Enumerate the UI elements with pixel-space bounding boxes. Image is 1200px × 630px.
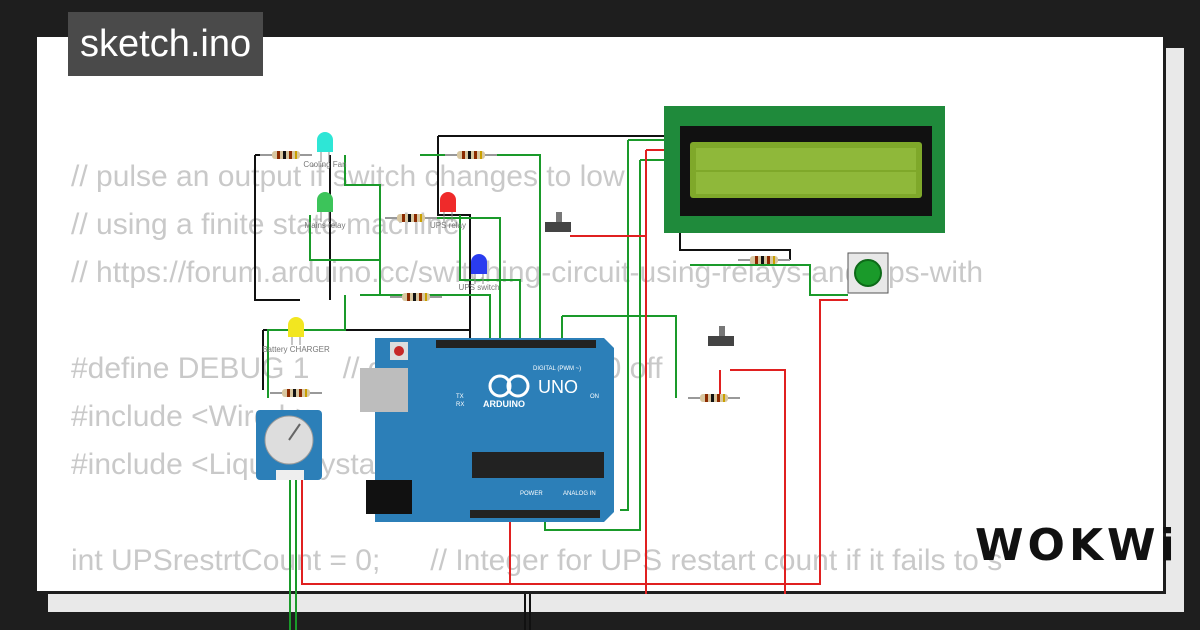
resistor	[270, 389, 322, 397]
resistor	[738, 256, 790, 264]
resistors	[260, 151, 790, 402]
led-cooling-fan[interactable]: Cooling Fan	[303, 132, 347, 169]
potentiometer[interactable]	[256, 410, 322, 480]
resistor	[688, 394, 740, 402]
slide-switch[interactable]	[708, 326, 734, 346]
lcd-display	[664, 106, 945, 233]
code-line: // pulse an output if switch changes to …	[71, 160, 625, 193]
tx-label: TX	[456, 394, 464, 400]
on-label: ON	[590, 394, 599, 400]
code-line: int UPSrestrtCount = 0; // Integer for U…	[71, 544, 1003, 577]
wokwi-logo: WOKWi	[975, 520, 1179, 571]
code-line: // using a finite state machine	[71, 208, 460, 241]
digital-header: DIGITAL (PWM ~)	[533, 366, 581, 372]
arduino-brand: ARDUINO	[483, 399, 525, 409]
led-label: UPS switch	[459, 283, 500, 292]
red-wires	[301, 149, 848, 594]
pushbutton[interactable]	[847, 252, 889, 294]
led-mains-relay[interactable]: Mains relay	[305, 192, 346, 230]
black-wires	[254, 135, 791, 630]
resistor	[385, 214, 437, 222]
led-battery-charger[interactable]: Battery CHARGER	[262, 317, 330, 354]
led-label: Mains relay	[305, 221, 346, 230]
power-header: POWER	[520, 491, 543, 497]
analog-header: ANALOG IN	[563, 491, 596, 497]
led-label: Cooling Fan	[303, 160, 346, 169]
arduino-uno: UNO ARDUINO DIGITAL (PWM ~) POWER ANALOG…	[360, 338, 614, 522]
led-label: Battery CHARGER	[262, 345, 330, 354]
led-ups-relay[interactable]: UPS relay	[430, 192, 466, 230]
slide-switch[interactable]	[545, 212, 571, 232]
led-label: UPS relay	[430, 221, 466, 230]
resistor	[260, 151, 312, 159]
led-ups-switch[interactable]: UPS switch	[459, 254, 500, 292]
resistor	[390, 293, 442, 301]
rx-label: RX	[456, 402, 464, 408]
arduino-model: UNO	[538, 377, 578, 397]
resistor	[445, 151, 497, 159]
sketch-title: sketch.ino	[68, 12, 264, 76]
